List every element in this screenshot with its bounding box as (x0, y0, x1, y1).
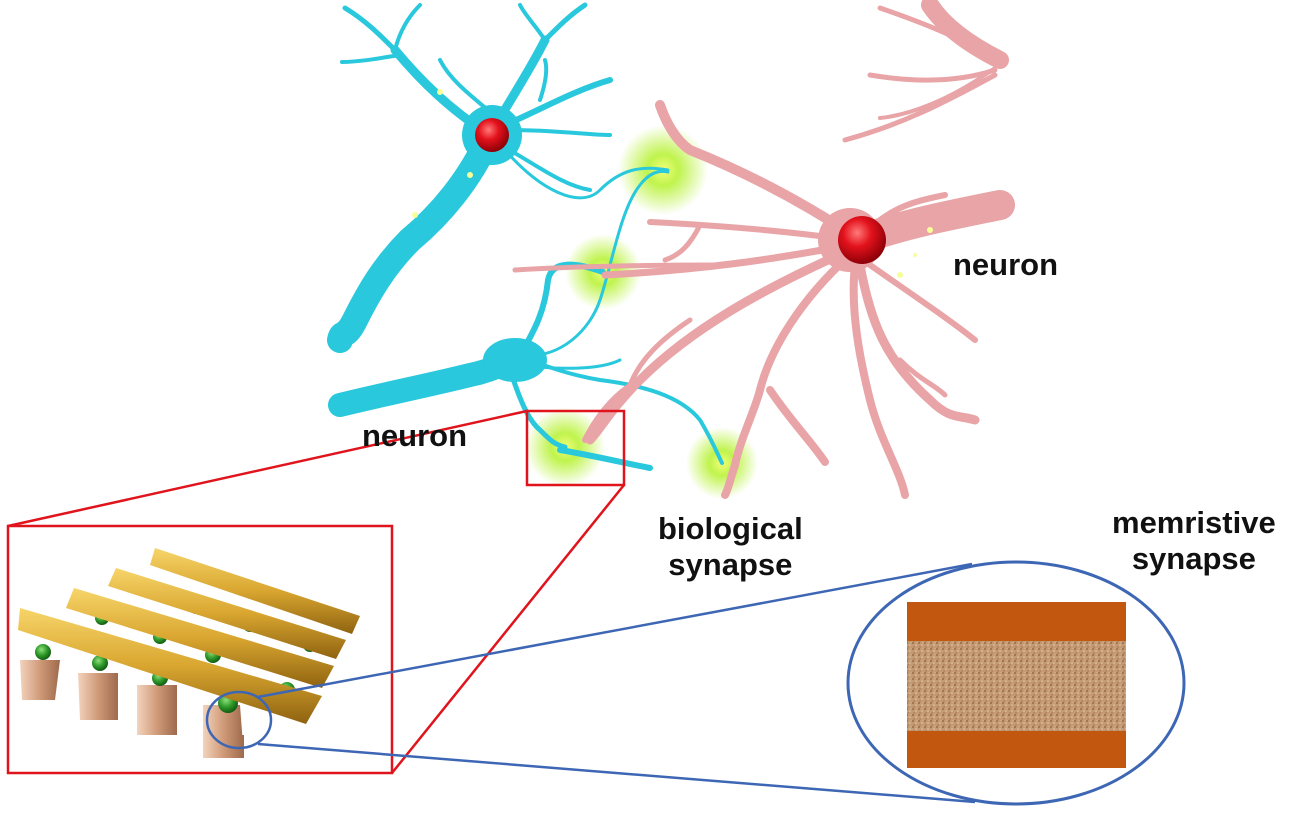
zoom-line (7, 409, 528, 528)
label-line: synapse (1131, 540, 1256, 576)
label-line: biological (658, 511, 803, 546)
zoom-line (257, 742, 976, 804)
neuron-cyan-upper (327, 2, 670, 353)
neuron-network-illustration (327, 0, 1015, 499)
neuron-pink-main (512, 100, 1015, 499)
bottom-electrode (20, 660, 60, 700)
memristive-synapse-label: memristive synapse (1112, 505, 1276, 576)
bottom-electrode (203, 735, 244, 758)
zoom-line (391, 484, 625, 774)
memristor-top-electrode (907, 602, 1126, 641)
neuron-label-right: neuron (953, 247, 1059, 282)
memristor-crossbar-array (18, 548, 360, 758)
biological-synapse-label: biological synapse (658, 511, 803, 582)
bottom-electrode (78, 673, 118, 720)
neuron-label-left: neuron (362, 418, 468, 453)
speck (412, 212, 418, 218)
speck (437, 89, 443, 95)
top-electrode (150, 548, 360, 634)
cell-highlight-circle (205, 690, 273, 750)
switching-cell (35, 644, 51, 660)
zoom-line (257, 562, 973, 699)
neuron-cyan-lower (328, 169, 724, 471)
top-electrode-group (18, 548, 360, 724)
label-line: synapse (668, 546, 793, 582)
speck (897, 272, 903, 278)
label-line: memristive (1112, 505, 1276, 540)
neuron-partial-top-right (842, 0, 1009, 143)
speck (913, 253, 917, 257)
speck (467, 172, 473, 178)
top-electrode (18, 608, 322, 724)
top-electrode (108, 568, 346, 659)
soma (475, 118, 509, 152)
crossbar-zoom-box (6, 524, 394, 775)
zoom-box-group (6, 409, 626, 775)
memristor-bottom-electrode (907, 731, 1126, 768)
dendrite-speck-group (412, 89, 933, 278)
synapse-zoom-box (525, 409, 626, 487)
memristor-switching-layer (907, 641, 1126, 731)
speck (927, 227, 933, 233)
blue-zoom-line-group (257, 562, 976, 804)
memristor-cross-section (846, 560, 1186, 806)
soma (838, 216, 886, 264)
switching-cell (92, 655, 108, 671)
bottom-electrode (137, 685, 177, 735)
top-electrode (66, 588, 334, 688)
